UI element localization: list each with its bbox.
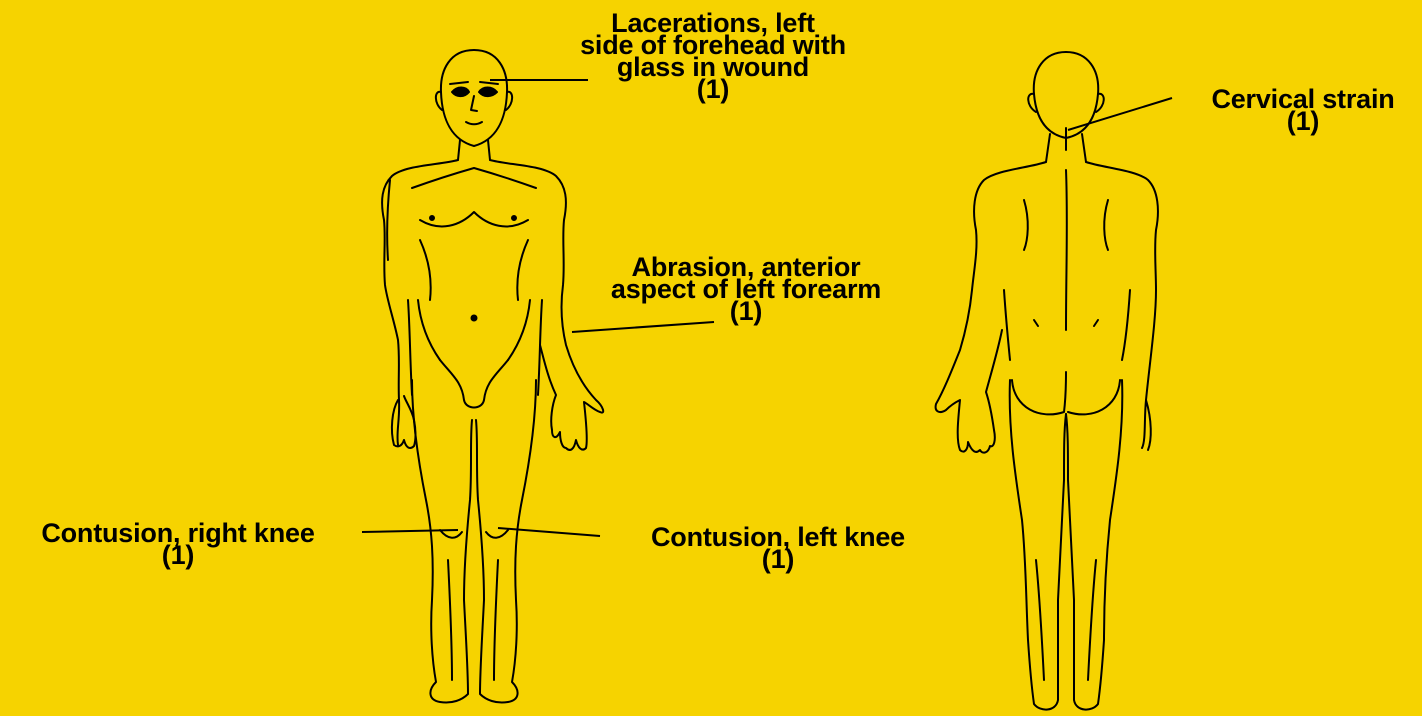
front-nipple-right: [430, 216, 434, 220]
annotation-right-knee: Contusion, right knee (1): [6, 522, 350, 566]
front-eye-left: [479, 88, 497, 97]
back-spine: [1066, 170, 1067, 330]
annotation-count: (1): [548, 78, 878, 100]
annotation-lacerations: Lacerations, left side of forehead with …: [548, 12, 878, 100]
front-eye-right: [452, 88, 469, 97]
annotation-left-knee: Contusion, left knee (1): [618, 526, 938, 570]
annotation-abrasion: Abrasion, anterior aspect of left forear…: [578, 256, 914, 322]
front-nipple-left: [512, 216, 516, 220]
front-navel: [472, 316, 477, 321]
annotation-cervical-strain: Cervical strain (1): [1192, 88, 1414, 132]
